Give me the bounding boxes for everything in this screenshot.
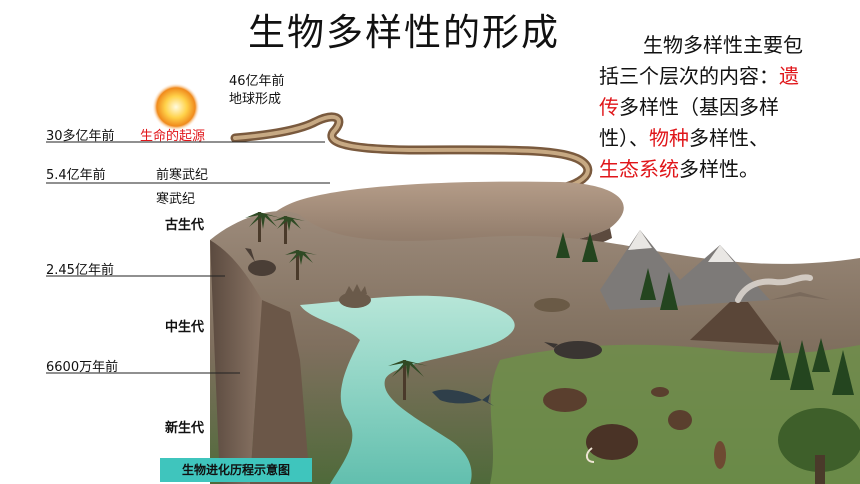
whale-icon xyxy=(432,389,482,404)
paleozoic-label: 古生代 xyxy=(165,218,205,233)
t66-label: 6600万年前 xyxy=(46,360,119,375)
desc-line-3: 多样性（基因多样 xyxy=(619,95,779,119)
cambrian-label: 寒武纪 xyxy=(156,192,196,207)
early-earth-icon xyxy=(152,83,200,131)
figure-caption: 生物进化历程示意图 xyxy=(160,458,312,482)
pre-cambrian-label: 前寒武纪 xyxy=(156,168,209,183)
desc-line-4: 性）、 xyxy=(599,126,649,150)
desc-ecosystem-red: 生态系统 xyxy=(599,157,679,181)
desc-genetic-red-2: 传 xyxy=(599,95,619,119)
palm-trees xyxy=(245,212,428,400)
desc-line-4-rest: 多样性、 xyxy=(689,126,769,150)
desc-line-2: 括三个层次的内容： xyxy=(599,64,779,88)
origin-time-label: 30多亿年前 xyxy=(46,129,115,144)
mesozoic-label: 中生代 xyxy=(165,320,205,335)
page-title: 生物多样性的形成 xyxy=(248,11,560,54)
origin-of-life-label: 生命的起源 xyxy=(140,129,206,144)
desc-species-red: 物种 xyxy=(649,126,689,150)
desc-genetic-red-1: 遗 xyxy=(779,64,799,88)
ocean-river xyxy=(300,295,515,484)
t245-label: 2.45亿年前 xyxy=(46,263,114,278)
dinosaurs xyxy=(245,248,602,359)
pterosaur-icon xyxy=(770,292,830,300)
earth-age-label: 46亿年前 xyxy=(229,74,285,89)
desc-line-5: 多样性。 xyxy=(679,157,759,181)
pre-cambrian-time-label: 5.4亿年前 xyxy=(46,168,106,183)
mammals xyxy=(543,387,726,469)
cenozoic-label: 新生代 xyxy=(165,421,205,436)
desc-line-1: 生物多样性主要包 xyxy=(643,33,803,57)
earth-form-label: 地球形成 xyxy=(229,92,282,107)
conifer-trees xyxy=(556,232,854,395)
diversity-description: 生物多样性主要包 括三个层次的内容：遗 传多样性（基因多样 性）、物种多样性、 … xyxy=(599,30,855,185)
